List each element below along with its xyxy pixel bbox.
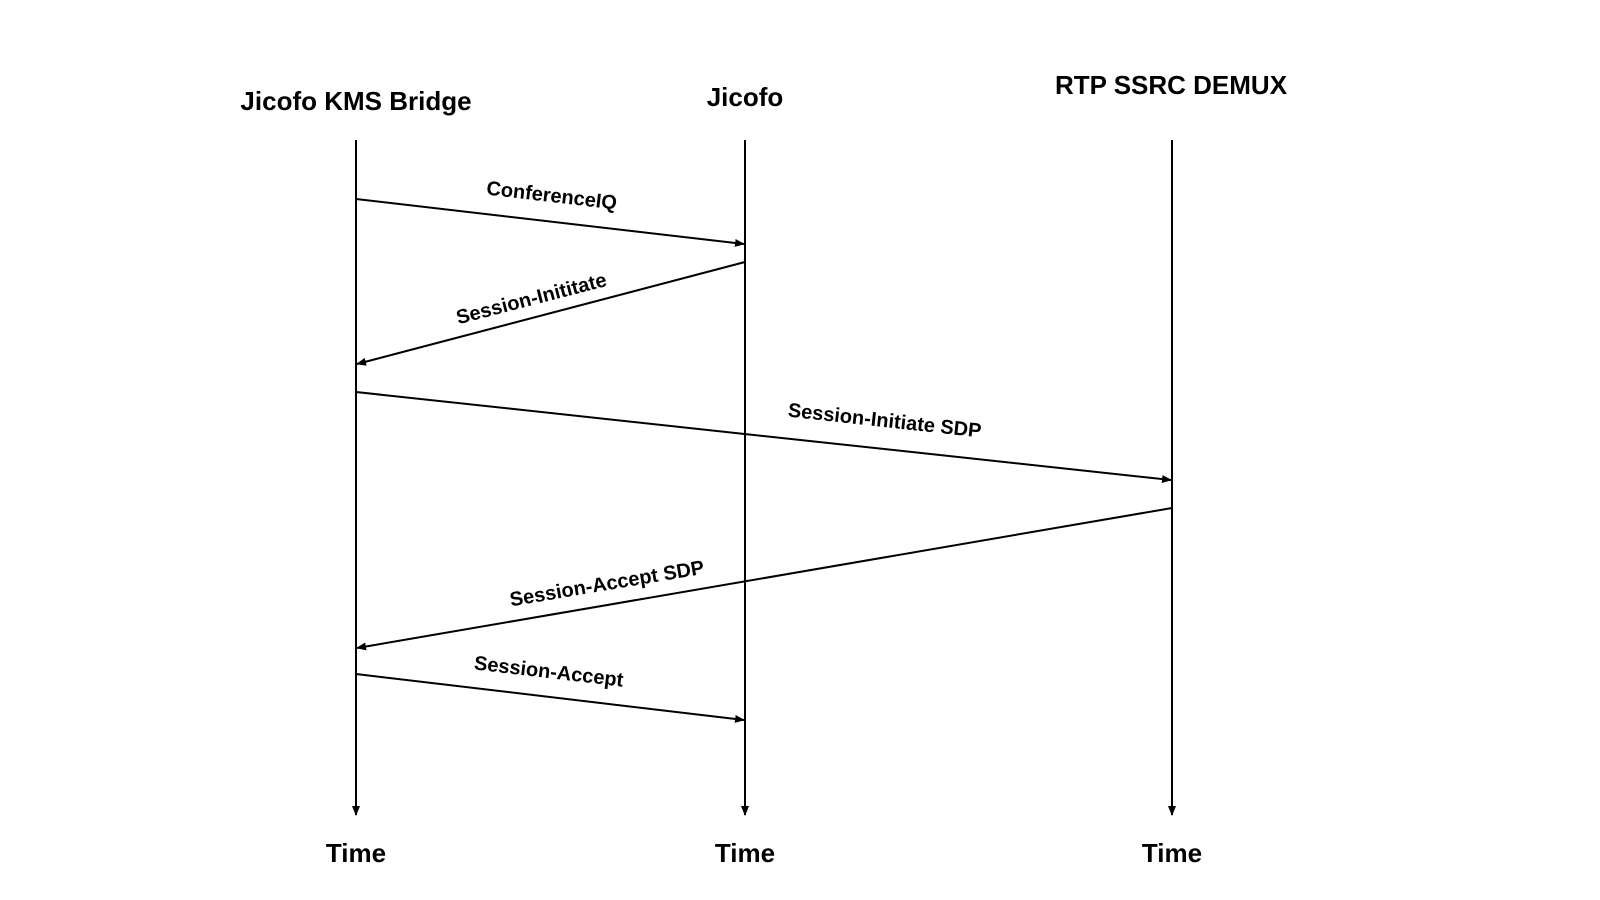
participant-title-jicofo: Jicofo <box>707 82 784 112</box>
message-label-conferenceiq: ConferenceIQ <box>485 178 618 215</box>
message-arrow-session-accept <box>355 673 745 723</box>
message-label-session-accept: Session-Accept <box>473 652 625 691</box>
message-label-session-accept-sdp: Session-Accept SDP <box>508 557 706 612</box>
message-label-session-initiate-sdp: Session-Initiate SDP <box>787 400 983 443</box>
message-arrow-session-initiate-sdp <box>355 391 1172 484</box>
message-arrow-session-inititate <box>356 261 746 366</box>
participant-title-kms: Jicofo KMS Bridge <box>240 86 471 116</box>
participant-title-demux: RTP SSRC DEMUX <box>1055 70 1288 100</box>
message-arrow-conferenceiq <box>355 198 745 247</box>
time-label-demux: Time <box>1142 838 1202 868</box>
message-arrow-session-accept-sdp <box>356 507 1173 651</box>
time-label-kms: Time <box>326 838 386 868</box>
time-label-jicofo: Time <box>715 838 775 868</box>
message-label-session-inititate: Session-Inititate <box>454 269 609 329</box>
